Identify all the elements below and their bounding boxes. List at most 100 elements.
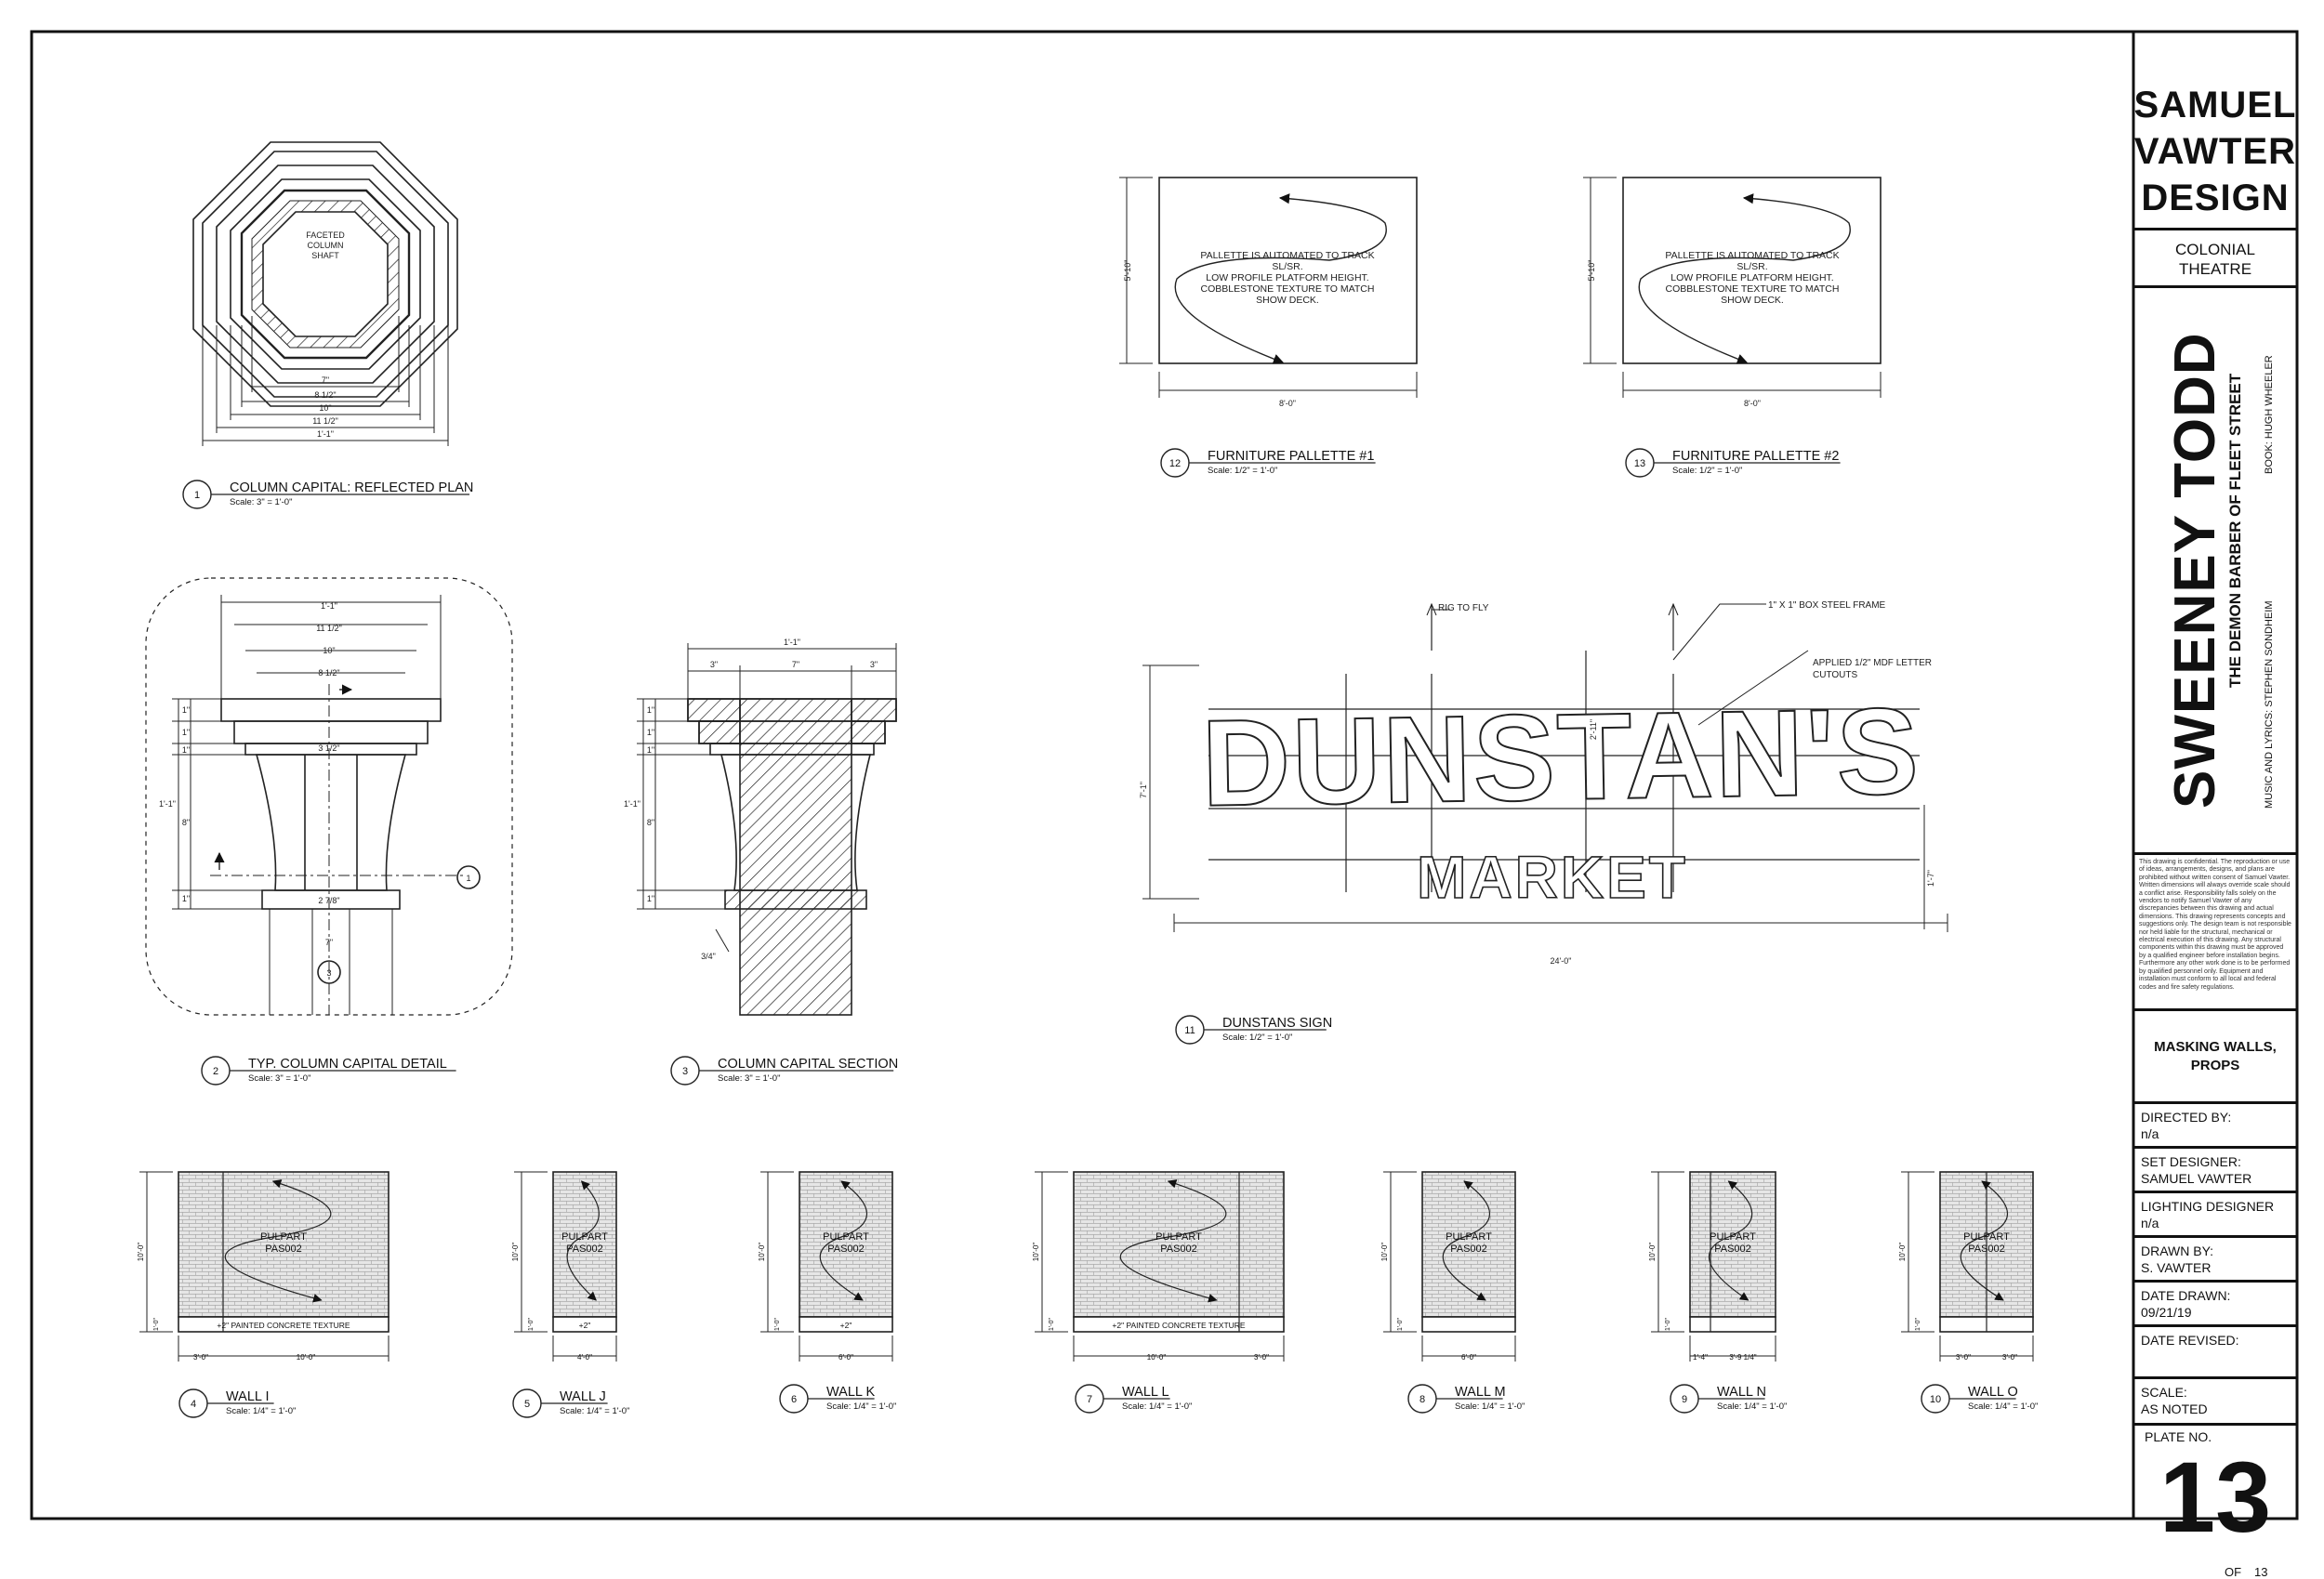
show-block: SWEENEY TODD THE DEMON BARBER OF FLEET S… xyxy=(2133,288,2297,855)
plate-block: PLATE NO. 13 OF 13 xyxy=(2133,1426,2297,1579)
credit-book: BOOK: HUGH WHEELER xyxy=(2264,355,2275,474)
sign-word-dunstans: DUNSTAN'S xyxy=(1201,682,1921,831)
wall-material-1: PULPART xyxy=(260,1231,307,1243)
wall-base-label: +2" xyxy=(840,1321,852,1330)
wall-material-1: PULPART xyxy=(561,1231,608,1243)
plate-number: 13 xyxy=(2159,1441,2272,1553)
section-top-dim-4: 3" xyxy=(870,660,878,669)
wall-height-dim-line xyxy=(760,1171,794,1333)
field-label: SET DESIGNER: xyxy=(2141,1154,2241,1169)
field-label: DIRECTED BY: xyxy=(2141,1110,2232,1125)
wall-height-dim: 10'-0" xyxy=(1648,1243,1657,1262)
detail-left-dim-3: 1" xyxy=(182,745,190,755)
wall-width-dim-line xyxy=(552,1336,617,1362)
pallette1-note-1: PALLETTE IS AUTOMATED TO TRACK xyxy=(1200,250,1374,261)
sign-market-dim: 1'-7" xyxy=(1926,870,1935,887)
wall-base-dim: 1'-0" xyxy=(1397,1318,1404,1331)
wall-base-dim: 1'-0" xyxy=(1915,1318,1921,1331)
wall-height-dim-line xyxy=(1651,1171,1684,1333)
detail-number: 3 xyxy=(682,1066,688,1077)
section-note: 3/4" xyxy=(701,952,716,961)
wall-height-dim: 10'-0" xyxy=(137,1243,145,1262)
wall-width-dim: 6'-0" xyxy=(1461,1353,1476,1362)
wall-width-dim-line xyxy=(1939,1336,2034,1362)
detail-number: 8 xyxy=(1419,1394,1425,1405)
field-value: 09/21/19 xyxy=(2141,1305,2192,1320)
detail-scale: Scale: 1/4" = 1'-0" xyxy=(1717,1401,1787,1412)
wall-width-dim: 10'-0" xyxy=(297,1353,316,1362)
wall-base-label: +2" xyxy=(579,1321,591,1330)
sign-letter-note-1: APPLIED 1/2" MDF LETTER xyxy=(1813,658,1932,668)
plan-faceted-label-1: FACETED xyxy=(306,230,345,240)
detail-scale: Scale: 3" = 1'-0" xyxy=(718,1073,780,1084)
field-directed-by: DIRECTED BY:n/a xyxy=(2133,1104,2297,1149)
column-capital-section xyxy=(637,643,897,1016)
detail-scale: Scale: 1/2" = 1'-0" xyxy=(1208,466,1277,476)
detail-mid-dim-2: 2 7/8" xyxy=(318,896,339,905)
wall-width-dim: 10'-0" xyxy=(1147,1353,1167,1362)
section-left-dim-5: 1" xyxy=(647,894,654,903)
detail-scale: Scale: 3" = 1'-0" xyxy=(230,497,292,507)
detail-scale: Scale: 1/4" = 1'-0" xyxy=(560,1406,629,1416)
section-left-dim-1: 1" xyxy=(647,705,654,715)
detail-title: FURNITURE PALLETTE #2 xyxy=(1672,449,1839,464)
detail-title: WALL N xyxy=(1717,1385,1766,1400)
wall-height-dim-line xyxy=(1901,1171,1934,1333)
wall-arrow xyxy=(1442,1180,1490,1301)
pallette2-note-2: SL/SR. xyxy=(1736,261,1767,272)
section-left-dim-6: 1'-1" xyxy=(624,799,640,809)
furniture-pallette-2 xyxy=(1583,177,1882,398)
wall-base xyxy=(178,1316,390,1333)
wall-width-dim: 1'-4" xyxy=(1693,1353,1708,1362)
detail-number: 2 xyxy=(213,1066,218,1077)
wall-material-2: PAS002 xyxy=(566,1243,603,1255)
field-date-drawn: DATE DRAWN:09/21/19 xyxy=(2133,1283,2297,1327)
wall-width-dim-line xyxy=(1689,1336,1776,1362)
pallette1-note-2: SL/SR. xyxy=(1272,261,1302,272)
of-label: OF xyxy=(2225,1565,2242,1579)
wall-material-1: PULPART xyxy=(1710,1231,1756,1243)
wall-width-dim-line xyxy=(178,1336,390,1362)
detail-scale: Scale: 1/4" = 1'-0" xyxy=(226,1406,296,1416)
wall-base-dim: 1'-0" xyxy=(153,1318,160,1331)
plan-dim-5: 1'-1" xyxy=(317,429,334,439)
detail-callout-1: 1 xyxy=(466,874,470,883)
sign-inner-dim: 2'-11" xyxy=(1589,719,1598,740)
section-left-dim-3: 1" xyxy=(647,745,654,755)
section-top-dim-3: 7" xyxy=(792,660,799,669)
wall-base-dim: 1'-0" xyxy=(1049,1318,1055,1331)
show-subtitle: THE DEMON BARBER OF FLEET STREET xyxy=(2226,373,2244,688)
venue-line-1: COLONIAL xyxy=(2175,241,2255,258)
detail-left-dim-5: 1" xyxy=(182,894,190,903)
wall-base xyxy=(799,1316,893,1333)
wall-material-2: PAS002 xyxy=(827,1243,865,1255)
detail-title: DUNSTANS SIGN xyxy=(1222,1016,1332,1031)
wall-height-dim: 10'-0" xyxy=(1032,1243,1040,1262)
section-top-dim-2: 3" xyxy=(710,660,718,669)
pallette1-note-4: COBBLESTONE TEXTURE TO MATCH xyxy=(1201,283,1375,295)
wall-height-dim-line xyxy=(1383,1171,1417,1333)
detail-title: WALL J xyxy=(560,1389,606,1404)
field-drawn-by: DRAWN BY: S. VAWTER xyxy=(2133,1238,2297,1283)
wall-base xyxy=(1073,1316,1285,1333)
pallette2-note-3: LOW PROFILE PLATFORM HEIGHT. xyxy=(1670,272,1833,283)
wall-material-2: PAS002 xyxy=(1160,1243,1197,1255)
detail-number: 1 xyxy=(194,490,200,501)
field-label: DRAWN BY: xyxy=(2141,1243,2214,1258)
field-value: S. VAWTER xyxy=(2141,1260,2212,1275)
sheet-title: MASKING WALLS,PROPS xyxy=(2133,1011,2297,1104)
detail-title: WALL M xyxy=(1455,1385,1506,1400)
detail-title: WALL O xyxy=(1968,1385,2018,1400)
detail-mid-dim-3: 7" xyxy=(325,938,333,947)
